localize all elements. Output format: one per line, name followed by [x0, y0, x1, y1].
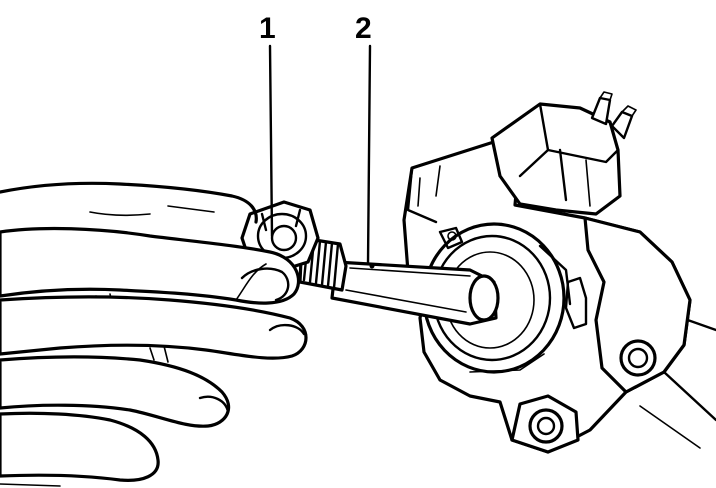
tool-shaft: [330, 260, 500, 326]
callout-2: 2: [355, 12, 372, 45]
leader-line-2: [366, 44, 372, 266]
hand: [0, 181, 308, 487]
leader-line-1: [268, 44, 274, 238]
callout-1: 1: [259, 12, 276, 45]
